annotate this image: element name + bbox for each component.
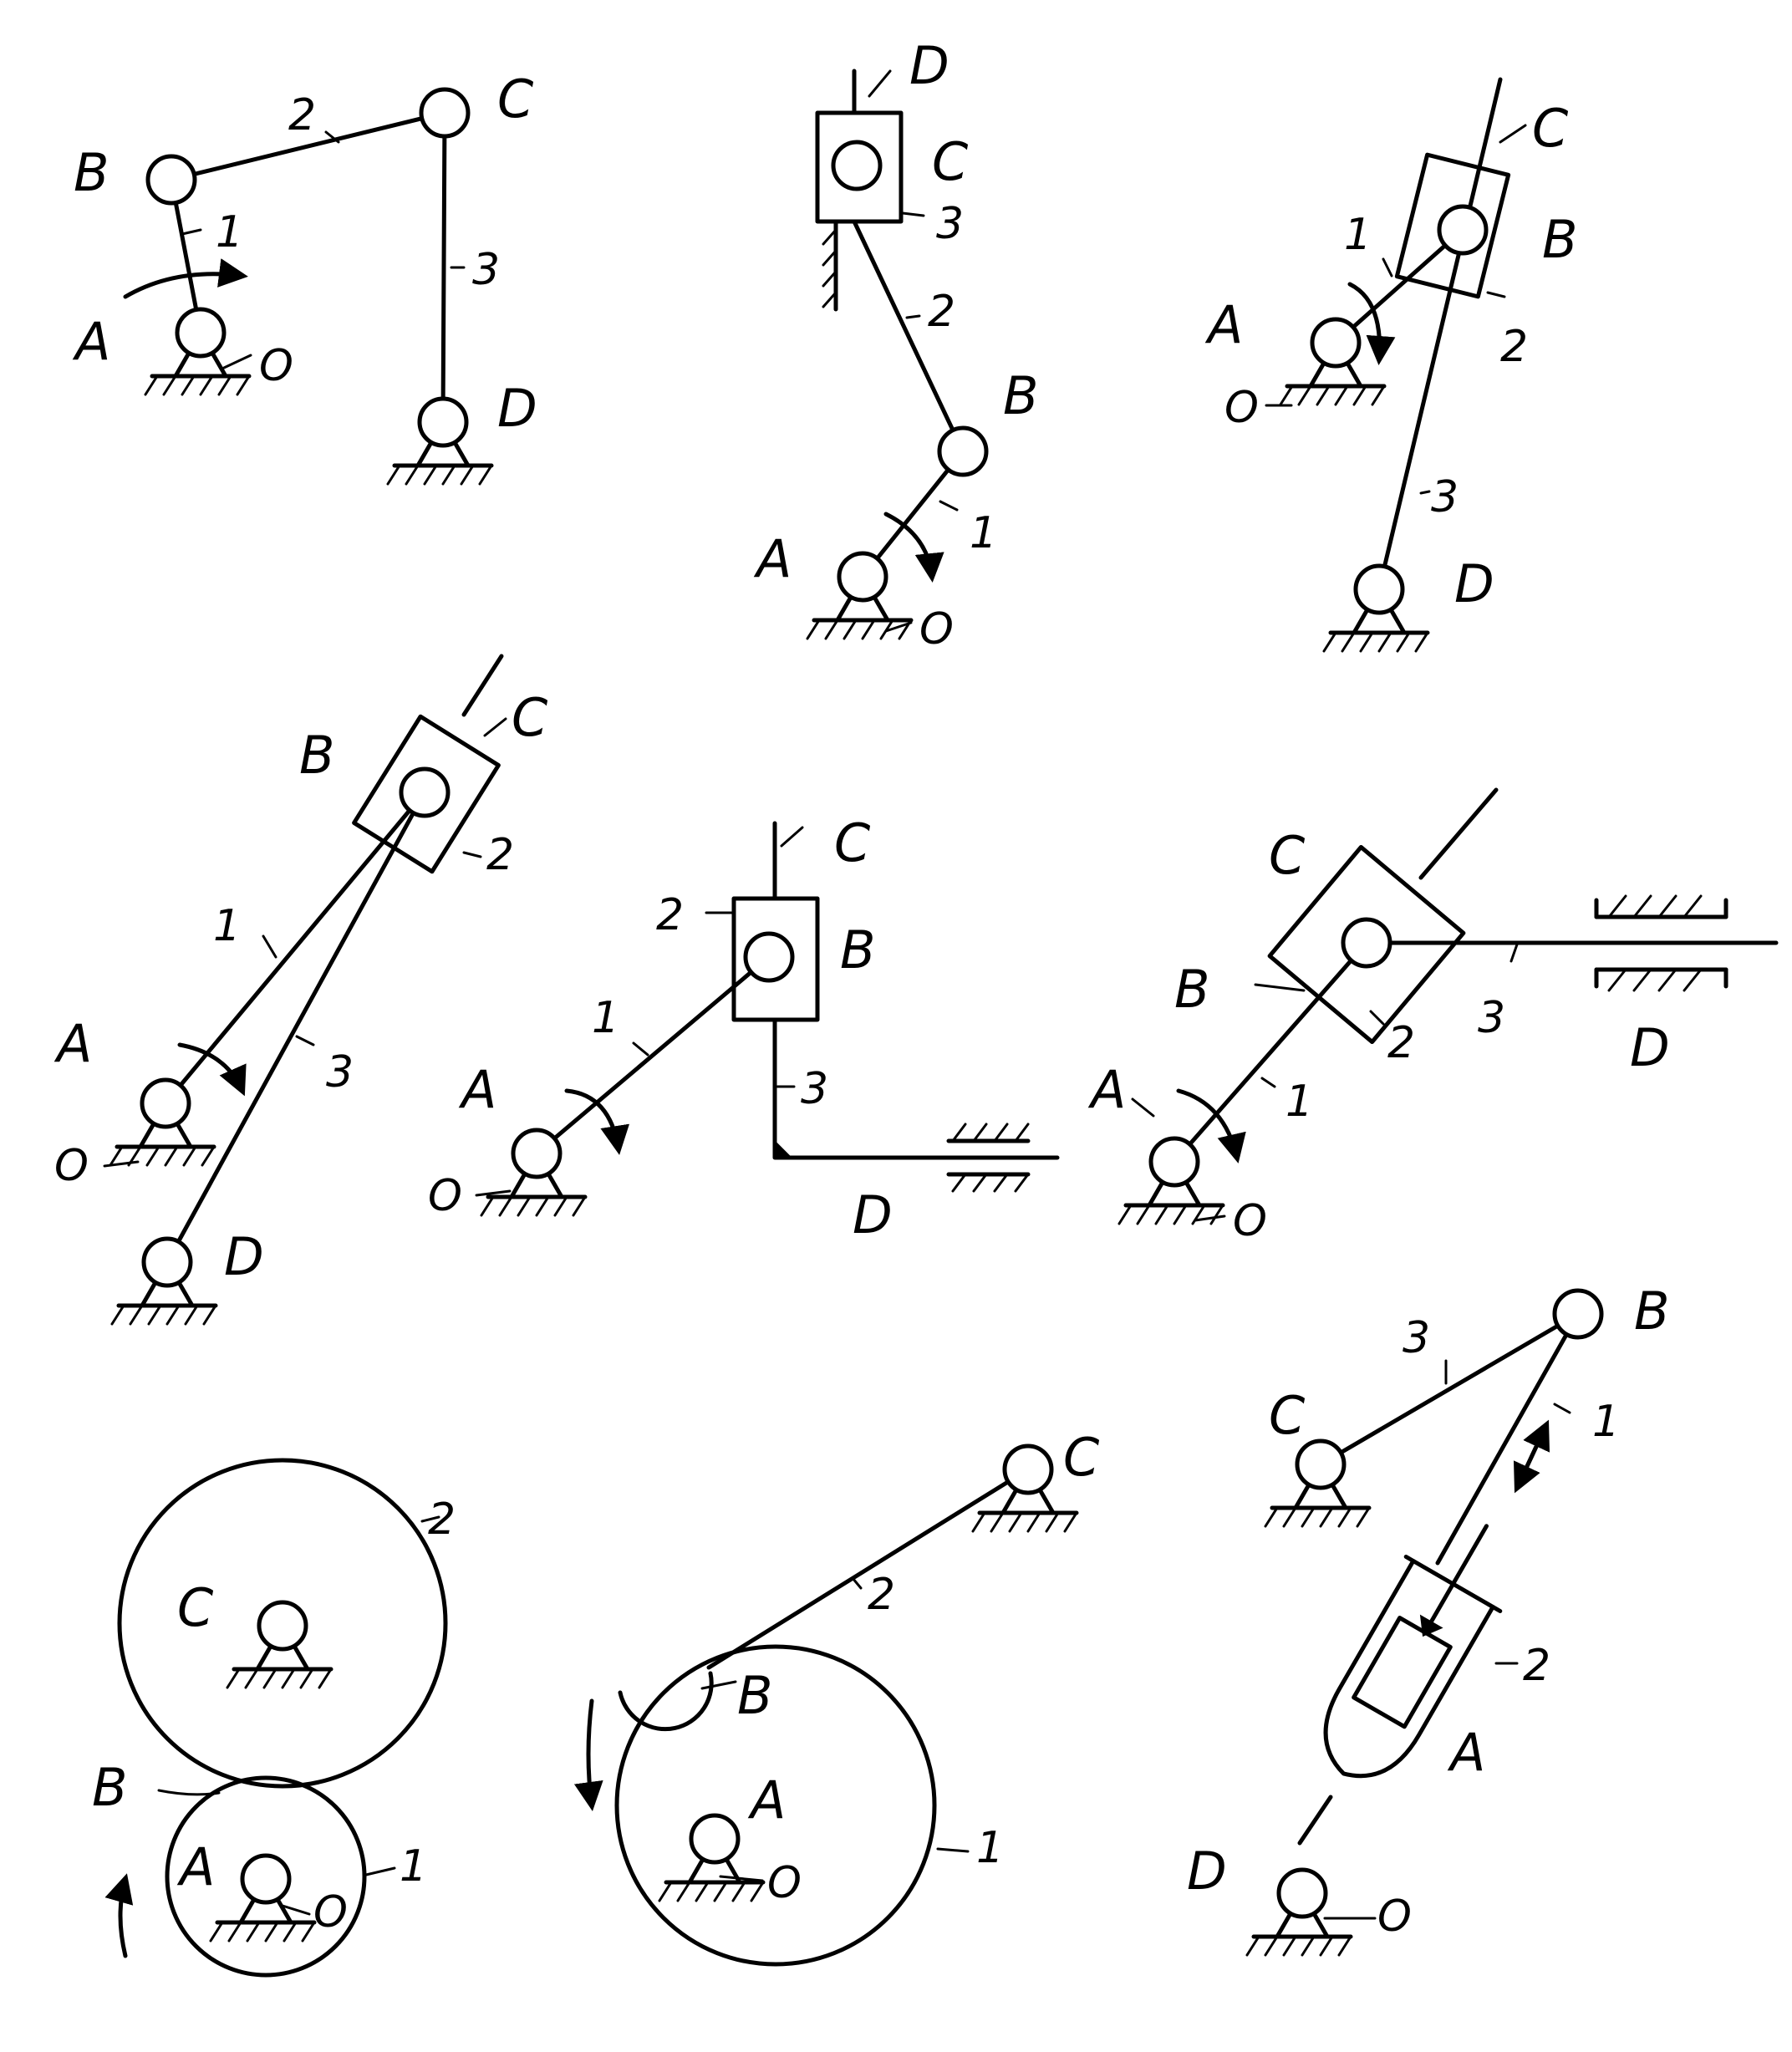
label-O: O — [767, 1858, 802, 1908]
link-3: 3 — [472, 245, 500, 295]
mechanism-3: C B A O 1 2 3 D — [1204, 77, 1578, 651]
link-3: 3 — [936, 199, 964, 249]
label-A: A — [1204, 294, 1243, 355]
label-C: C — [932, 131, 969, 192]
link-1: 1 — [1344, 210, 1372, 260]
mechanism-2: D C B A O 1 2 3 — [753, 35, 1039, 654]
label-D: D — [1454, 553, 1494, 614]
label-C: C — [497, 69, 534, 130]
link-3: 3 — [1431, 472, 1459, 522]
mechanism-4: B C A O D 1 2 3 — [53, 654, 548, 1324]
label-C: C — [177, 1577, 214, 1638]
label-D: D — [497, 378, 537, 439]
link-2: 2 — [1387, 1018, 1415, 1068]
label-C: C — [512, 687, 548, 748]
mechanism-1: B C A D O 1 2 3 — [72, 69, 537, 484]
mechanism-8: C B A O 1 2 — [573, 1427, 1100, 1967]
label-D: D — [1630, 1017, 1670, 1078]
link-2: 2 — [868, 1570, 895, 1620]
link-1: 1 — [970, 508, 997, 558]
label-B: B — [92, 1757, 128, 1818]
mechanism-7: C B A O 1 2 — [92, 1458, 456, 1978]
link-1: 1 — [592, 993, 619, 1043]
label-A: A — [1447, 1722, 1485, 1783]
link-1: 1 — [1592, 1397, 1620, 1447]
label-B: B — [1634, 1281, 1670, 1342]
link-2: 2 — [1523, 1641, 1550, 1691]
link-1: 1 — [213, 901, 241, 951]
label-C: C — [1269, 825, 1306, 886]
link-2: 2 — [656, 890, 684, 940]
label-O: O — [259, 341, 293, 391]
label-O: O — [1224, 383, 1259, 433]
label-B: B — [1003, 365, 1039, 426]
label-B: B — [299, 725, 335, 786]
label-C: C — [1269, 1385, 1306, 1446]
link-1: 1 — [976, 1823, 1004, 1873]
link-2: 2 — [486, 830, 514, 880]
label-A: A — [176, 1836, 215, 1897]
mechanism-5: C B A O D 1 2 3 — [428, 812, 1060, 1245]
link-1: 1 — [400, 1841, 427, 1892]
label-C: C — [834, 812, 871, 873]
label-A: A — [747, 1769, 786, 1831]
label-O: O — [428, 1171, 462, 1221]
link-3: 3 — [1478, 993, 1505, 1043]
label-B: B — [737, 1665, 773, 1726]
label-O: O — [1233, 1196, 1267, 1246]
label-A: A — [72, 311, 110, 372]
label-B: B — [840, 919, 876, 980]
label-B: B — [74, 142, 109, 203]
label-A: A — [1087, 1059, 1126, 1120]
label-B: B — [1542, 209, 1578, 270]
label-A: A — [753, 528, 792, 589]
mechanism-6: C B A O D 1 2 3 — [1087, 787, 1779, 1246]
label-C: C — [1063, 1427, 1100, 1488]
link-2: 2 — [1500, 322, 1528, 372]
link-2: 2 — [928, 287, 955, 337]
label-D: D — [909, 35, 949, 96]
link-3: 3 — [326, 1047, 354, 1097]
label-O: O — [1377, 1892, 1412, 1942]
label-D: D — [224, 1226, 264, 1287]
label-A: A — [53, 1013, 92, 1074]
label-D: D — [1187, 1841, 1227, 1902]
label-D: D — [853, 1184, 893, 1245]
link-3: 3 — [801, 1064, 828, 1114]
label-O: O — [919, 604, 954, 654]
link-3: 3 — [1403, 1313, 1430, 1363]
label-C: C — [1532, 98, 1569, 159]
label-B: B — [1174, 959, 1210, 1020]
label-A: A — [458, 1059, 496, 1120]
link-1: 1 — [216, 207, 243, 257]
link-1: 1 — [1285, 1077, 1313, 1127]
label-O: O — [313, 1887, 348, 1937]
mechanism-9: B C A D O 1 2 3 — [1187, 1281, 1670, 1955]
link-2: 2 — [288, 90, 316, 140]
label-O: O — [54, 1141, 89, 1191]
